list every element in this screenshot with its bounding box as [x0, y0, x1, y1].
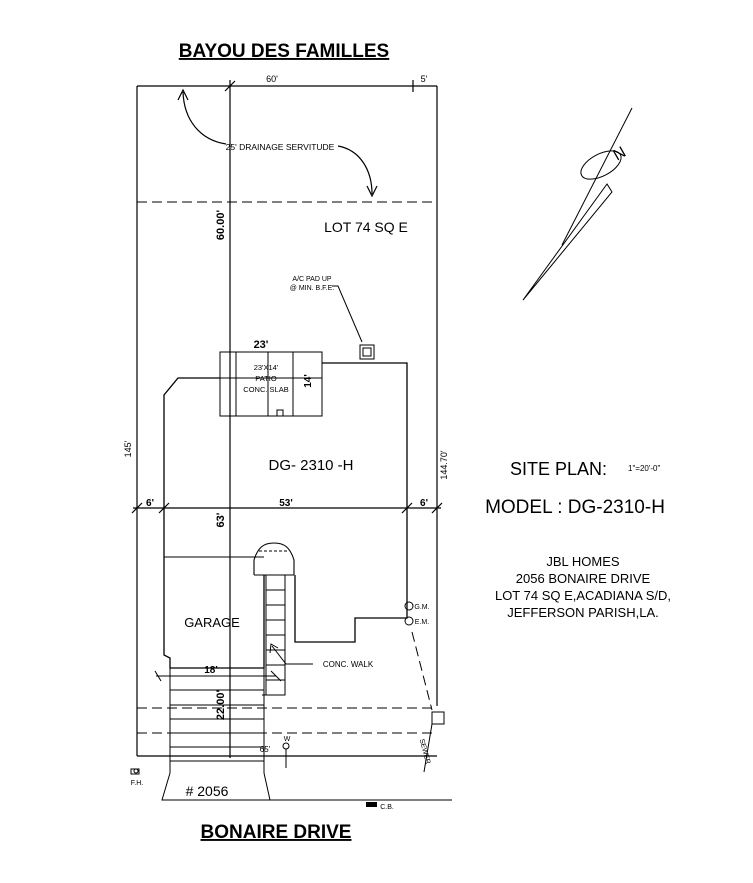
- fire-hydrant-symbol: [130, 768, 140, 775]
- patio-label-line1: 23'X14': [254, 363, 279, 372]
- dim-garage-width: 18': [204, 665, 218, 676]
- garage-label: GARAGE: [184, 615, 240, 630]
- center-dimension-line: [224, 80, 236, 758]
- ac-pad-label-line2: @ MIN. B.F.E.: [290, 285, 334, 292]
- conc-walk-label: CONC. WALK: [323, 660, 374, 669]
- dim-house-depth: 63': [215, 512, 227, 527]
- address-number: # 2056: [186, 783, 229, 799]
- dim-front-setback: 22.00': [215, 690, 227, 721]
- catch-basin-symbol: [366, 802, 377, 807]
- north-arrow-label: N: [610, 144, 629, 165]
- concrete-walk: [262, 574, 313, 696]
- house-model-label: DG- 2310 -H: [268, 457, 353, 474]
- fire-hydrant-label: F.H.: [131, 780, 144, 787]
- gas-meter-label: G.M.: [414, 604, 429, 611]
- top-street-name: BAYOU DES FAMILLES: [179, 41, 389, 62]
- dim-top-width: 60': [266, 74, 278, 84]
- dim-patio-width: 23': [254, 339, 269, 351]
- title-line-3: LOT 74 SQ E,ACADIANA S/D,: [495, 588, 671, 603]
- site-plan-title: SITE PLAN:: [510, 459, 607, 479]
- lot-boundary: [136, 80, 438, 757]
- dim-side-left: 6': [146, 498, 154, 509]
- dim-front-width: 65': [260, 745, 271, 754]
- bottom-street-name: BONAIRE DRIVE: [201, 822, 352, 843]
- title-line-2: 2056 BONAIRE DRIVE: [516, 571, 651, 586]
- dim-left-depth: 145': [123, 440, 133, 457]
- house-footprint: [163, 362, 408, 669]
- dim-house-width: 53': [279, 498, 293, 509]
- front-entry: [253, 542, 295, 576]
- drainage-servitude-label: 25' DRAINAGE SERVITUDE: [226, 142, 335, 152]
- north-arrow-icon: [522, 107, 633, 301]
- utility-meters: [404, 601, 414, 626]
- water-meter-label: W: [284, 736, 291, 743]
- ac-pad: [332, 285, 375, 360]
- lot-label: LOT 74 SQ E: [324, 219, 408, 235]
- water-meter: [282, 742, 290, 768]
- catch-basin-label: C.B.: [380, 804, 394, 811]
- drainage-servitude-arrows: [177, 88, 378, 198]
- width-dimension-line: [131, 502, 443, 514]
- patio-slab: [219, 351, 323, 417]
- driveway: [154, 668, 282, 801]
- dim-side-right: 6': [420, 498, 428, 509]
- model-title: MODEL : DG-2310-H: [485, 497, 665, 518]
- dim-rear-setback: 60.00': [215, 210, 227, 241]
- patio-label-line2: PATIO: [255, 374, 277, 383]
- dim-right-depth: 144.70': [439, 450, 449, 480]
- patio-label-line3: CONC. SLAB: [243, 385, 288, 394]
- ac-pad-label-line1: A/C PAD UP: [292, 276, 331, 283]
- title-line-1: JBL HOMES: [546, 554, 620, 569]
- dim-patio-depth: 14': [303, 374, 314, 388]
- sewer-cleanout: [423, 711, 445, 773]
- dim-top-side: 5': [421, 74, 428, 84]
- site-plan-scale: 1"=20'-0": [628, 464, 661, 473]
- elec-meter-label: E.M.: [415, 619, 429, 626]
- title-line-4: JEFFERSON PARISH,LA.: [507, 605, 658, 620]
